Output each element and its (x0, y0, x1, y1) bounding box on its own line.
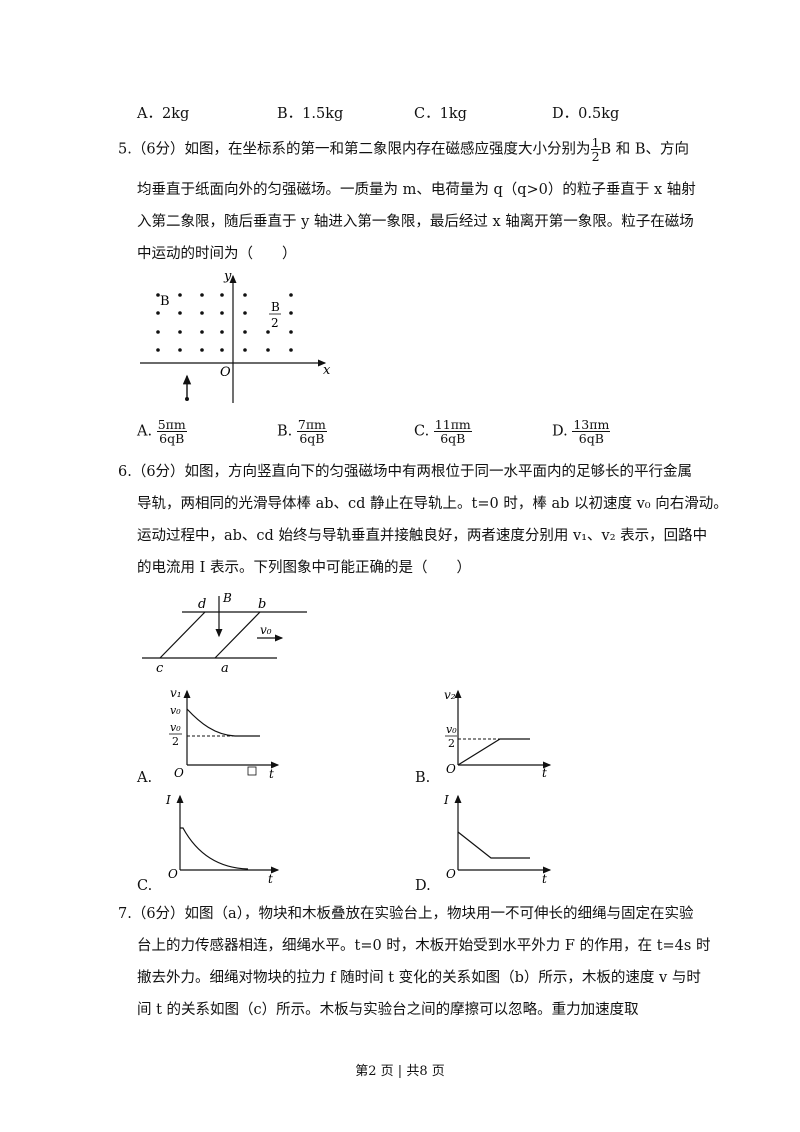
q6-graph-b-origin: O (446, 762, 456, 776)
q4-option-d: D．0.5kg (552, 106, 620, 122)
q5-field-dots-right (243, 293, 293, 352)
q5-origin-label: O (220, 365, 231, 380)
q6-option-c-label: C. (137, 878, 153, 894)
field-dot (243, 293, 247, 297)
field-dot (200, 330, 204, 334)
q5-right-field-den: 2 (271, 316, 279, 330)
q6-line3: 运动过程中，ab、cd 始终与导轨垂直并接触良好，两者速度分别用 v₁、v₂ 表… (137, 528, 708, 544)
q6-option-b-label: B. (415, 770, 431, 786)
q6-graph-b: v₂ v₀ 2 O t (444, 688, 552, 780)
field-dot (289, 293, 293, 297)
q6-graph-a-origin: O (174, 766, 184, 780)
q6-label-b: b (258, 597, 266, 612)
field-dot (200, 348, 204, 352)
field-dot (156, 311, 160, 315)
field-dot (289, 330, 293, 334)
q5-magnetic-field-figure: y x O B B 2 (140, 269, 331, 403)
q6-graph-d: I O t (443, 793, 552, 885)
field-dot (178, 311, 182, 315)
q4-option-a: A．2kg (137, 106, 190, 122)
q5-right-field-num: B (271, 300, 280, 314)
field-dot (289, 311, 293, 315)
q4-option-b: B．1.5kg (277, 106, 344, 122)
field-dot (243, 311, 247, 315)
q6-label-v0: v₀ (260, 623, 272, 637)
q6-rails-figure: d B b v₀ c a (142, 591, 307, 676)
field-dot (200, 293, 204, 297)
field-dot (266, 348, 270, 352)
field-dot (156, 293, 160, 297)
q7-line1: 7.（6分）如图（a），物块和木板叠放在实验台上，物块用一不可伸长的细绳与固定在… (118, 906, 694, 922)
q6-graph-b-curve (457, 738, 530, 766)
field-dot (289, 348, 293, 352)
field-dot (220, 348, 224, 352)
q6-graph-c-curve (180, 827, 249, 870)
q6-rod-ab (214, 611, 261, 659)
q7-line4: 间 t 的关系如图（c）所示。木板与实验台之间的摩擦可以忽略。重力加速度取 (137, 1002, 639, 1018)
q6-rod-cd (159, 611, 206, 659)
field-dot (156, 330, 160, 334)
field-dot (178, 348, 182, 352)
q5-line2: 均垂直于纸面向外的匀强磁场。一质量为 m、电荷量为 q（q>0）的粒子垂直于 x… (137, 182, 696, 198)
q6-label-B: B (222, 591, 232, 605)
q6-graph-b-y-label: v₂ (444, 688, 456, 702)
q6-label-a: a (221, 661, 229, 676)
q6-graph-d-curve (457, 831, 530, 859)
q6-graph-c-t: t (268, 872, 273, 885)
field-dot (178, 330, 182, 334)
q5-left-field-label: B (160, 294, 170, 309)
q6-graph-c-y-label: I (165, 793, 171, 807)
field-dot (200, 311, 204, 315)
q6-graph-a-t: t (269, 767, 274, 780)
q5-line3: 入第二象限，随后垂直于 y 轴进入第一象限，最后经过 x 轴离开第一象限。粒子在… (137, 214, 694, 230)
q5-line4: 中运动的时间为（ ） (137, 246, 297, 262)
q6-graph-a-v0-label: v₀ (170, 704, 181, 717)
page-footer: 第2 页 | 共8 页 (355, 1064, 445, 1079)
q5-x-label: x (323, 363, 331, 378)
q6-graph-a-y-label: v₁ (170, 686, 182, 700)
q6-graph-c-origin: O (168, 867, 178, 881)
field-dot (220, 330, 224, 334)
field-dot (220, 293, 224, 297)
field-dot (243, 348, 247, 352)
q7-line3: 撤去外力。细绳对物块的拉力 f 随时间 t 变化的关系如图（b）所示，木板的速度… (137, 970, 701, 986)
q6-graph-b-t: t (542, 766, 547, 780)
q6-graph-a-half-den: 2 (172, 735, 179, 748)
q6-graph-a: v₁ v₀ v₀ 2 O t (169, 686, 280, 780)
q6-graph-a-curve (186, 708, 260, 737)
q6-graph-d-origin: O (446, 867, 456, 881)
q7-line2: 台上的力传感器相连，细绳水平。t=0 时，木板开始受到水平外力 F 的作用，在 … (137, 938, 711, 954)
field-dot (266, 330, 270, 334)
field-dot (156, 348, 160, 352)
q6-line4: 的电流用 I 表示。下列图象中可能正确的是（ ） (137, 560, 471, 576)
q6-graph-d-y-label: I (443, 793, 449, 807)
q6-graph-a-half-num: v₀ (170, 721, 181, 734)
q5-field-dots-left (156, 293, 224, 352)
q6-option-a-label: A. (137, 770, 153, 786)
field-dot (178, 293, 182, 297)
q4-option-c: C．1kg (414, 106, 467, 122)
q6-graph-c: I O t (165, 793, 280, 885)
q6-line2: 导轨，两相同的光滑导体棒 ab、cd 静止在导轨上。t=0 时，棒 ab 以初速… (137, 496, 728, 512)
q5-y-label: y (223, 269, 232, 284)
q6-option-d-label: D. (415, 878, 431, 894)
q6-label-d: d (198, 597, 206, 612)
q6-graph-b-half-den: 2 (448, 737, 455, 750)
q6-label-c: c (156, 661, 164, 676)
field-dot (243, 330, 247, 334)
field-dot (220, 311, 224, 315)
q6-graph-b-half-num: v₀ (446, 723, 457, 736)
q6-graph-d-t: t (542, 872, 547, 885)
q6-line1: 6.（6分）如图，方向竖直向下的匀强磁场中有两根位于同一水平面内的足够长的平行金… (118, 464, 693, 480)
